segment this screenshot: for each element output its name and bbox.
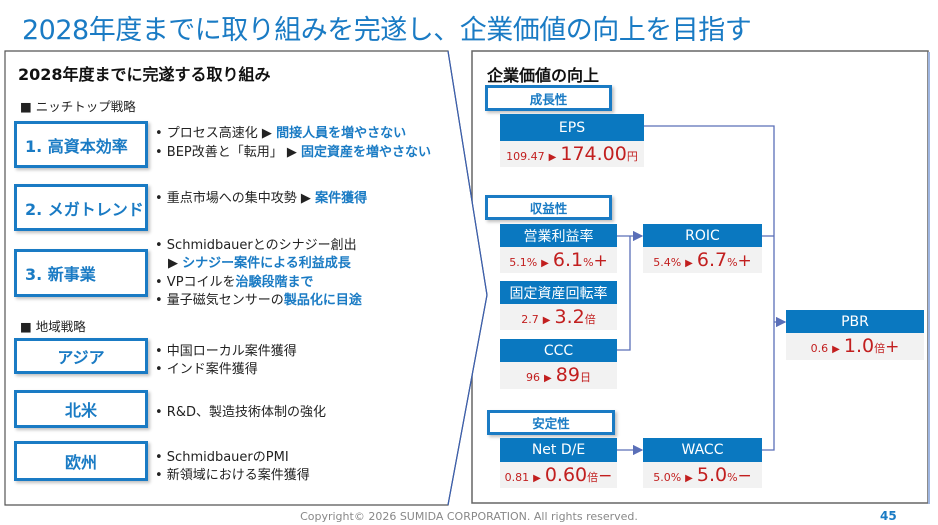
metric-name: CCC — [500, 339, 617, 362]
region-north-america: 北米 — [14, 390, 148, 428]
bullet: • BEP改善と「転用」 ▶ 固定資産を増やさない — [155, 145, 432, 160]
metric-name: PBR — [786, 310, 924, 333]
region-europe: 欧州 — [14, 441, 148, 481]
category-growth: 成長性 — [485, 85, 612, 111]
metric-name: 固定資産回転率 — [500, 281, 617, 304]
bullet: • Schmidbauerとのシナジー創出 — [155, 238, 357, 253]
metric-value: 5.4%▶6.7%+ — [643, 247, 762, 273]
metric-value: 5.0%▶5.0%− — [643, 462, 762, 488]
metric-name: Net D/E — [500, 438, 617, 462]
regional-strategy-label: ■ 地域戦略 — [20, 319, 86, 334]
strategy-megatrend: 2. メガトレンド — [14, 184, 148, 231]
bullet: • SchmidbauerのPMI — [155, 450, 289, 465]
enterprise-value-heading: 企業価値の向上 — [487, 66, 600, 85]
metric-name: 営業利益率 — [500, 224, 617, 247]
metric-roic: ROIC 5.4%▶6.7%+ — [643, 224, 762, 273]
initiatives-heading: 2028年度までに完遂する取り組み — [18, 65, 271, 84]
bullet: • 量子磁気センサーの製品化に目途 — [155, 293, 362, 308]
page-title: 2028年度までに取り組みを完遂し、企業価値の向上を目指す — [22, 15, 752, 46]
bullet: • プロセス高速化 ▶ 間接人員を増やさない — [155, 126, 407, 141]
copyright: Copyright© 2026 SUMIDA CORPORATION. All … — [300, 510, 638, 523]
metric-operating-margin: 営業利益率 5.1%▶6.1%+ — [500, 224, 617, 273]
metric-wacc: WACC 5.0%▶5.0%− — [643, 438, 762, 488]
strategy-new-business: 3. 新事業 — [14, 249, 148, 297]
bullet: • インド案件獲得 — [155, 362, 258, 377]
bullet: • 中国ローカル案件獲得 — [155, 344, 297, 359]
metric-name: ROIC — [643, 224, 762, 247]
metric-value: 5.1%▶6.1%+ — [500, 247, 617, 273]
category-profitability: 収益性 — [485, 195, 612, 220]
bullet: • 重点市場への集中攻勢 ▶ 案件獲得 — [155, 191, 368, 206]
page-number: 45 — [880, 509, 897, 523]
bullet: • 新領域における案件獲得 — [155, 468, 310, 483]
metric-name: WACC — [643, 438, 762, 462]
category-stability: 安定性 — [487, 410, 615, 435]
niche-top-strategy-label: ■ ニッチトップ戦略 — [20, 99, 136, 114]
region-asia: アジア — [14, 338, 148, 374]
bullet: ▶ シナジー案件による利益成長 — [155, 256, 351, 271]
bullet: • R&D、製造技術体制の強化 — [155, 405, 326, 420]
bullet: • VPコイルを治験段階まで — [155, 275, 314, 290]
metric-name: EPS — [500, 114, 644, 141]
strategy-high-capital-efficiency: 1. 高資本効率 — [14, 121, 148, 168]
